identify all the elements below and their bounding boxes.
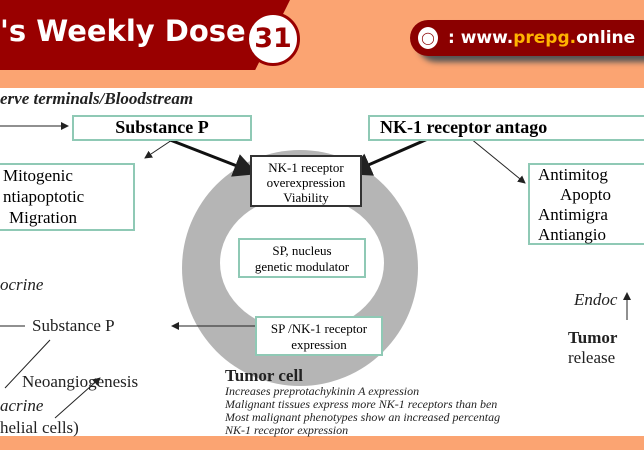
nk1-antagonist-box: NK-1 receptor antago: [368, 115, 644, 141]
note: Malignant tissues express more NK-1 rece…: [225, 397, 498, 411]
note: Most malignant phenotypes show an increa…: [225, 410, 501, 424]
arrow: [54, 377, 101, 419]
arrow: [469, 137, 526, 184]
substance-p-left: Substance P: [32, 316, 115, 335]
paracrine-label: acrine: [0, 396, 44, 415]
title-banner: [0, 0, 290, 70]
endothelial-label: helial cells): [0, 418, 79, 437]
source-label: erve terminals/Bloodstream: [0, 89, 194, 108]
effect: Mitogenic: [3, 166, 73, 185]
box-line: SP, nucleus: [272, 243, 332, 258]
diagram: erve terminals/Bloodstream Substance P N…: [0, 88, 644, 437]
note: NK-1 receptor expression: [225, 423, 349, 437]
effect: Migration: [9, 208, 77, 227]
arrow: [347, 136, 431, 176]
box-line: expression: [291, 337, 347, 352]
box-line: genetic modulator: [254, 259, 350, 274]
note: Increases preprotachykinin A expression: [225, 384, 420, 398]
substance-p-box: Substance P: [72, 115, 252, 141]
box-line: Viability: [283, 190, 329, 205]
tumor-cell-title: Tumor cell: [225, 366, 303, 385]
endocrine-label: Endoc: [574, 290, 618, 309]
url-prefix: : www.: [448, 28, 514, 48]
url-brand: prepg.: [513, 28, 577, 48]
effect: Antimigra: [538, 205, 608, 224]
page-title: 's Weekly Dose: [0, 14, 246, 48]
effect: Apopto: [560, 185, 611, 204]
website-link[interactable]: : www.prepg.online: [410, 20, 644, 56]
box-line: NK-1 receptor: [268, 160, 344, 175]
effect: Antiangio: [538, 225, 606, 244]
arrow: [4, 339, 51, 389]
box-line: SP /NK-1 receptor: [270, 321, 368, 336]
mouse-icon: ◯: [418, 27, 438, 49]
box-line: overexpression: [266, 175, 346, 190]
effect: Antimitog: [538, 165, 608, 184]
issue-badge: 31: [246, 12, 300, 66]
autocrine-label: ocrine: [0, 275, 44, 294]
url-suffix: online: [576, 28, 636, 48]
arrow: [164, 136, 258, 177]
tumor-label: Tumor: [568, 328, 618, 347]
neoangiogenesis-label: Neoangiogenesis: [22, 372, 139, 391]
effect: ntiapoptotic: [3, 187, 85, 206]
release-label: release: [568, 348, 616, 367]
